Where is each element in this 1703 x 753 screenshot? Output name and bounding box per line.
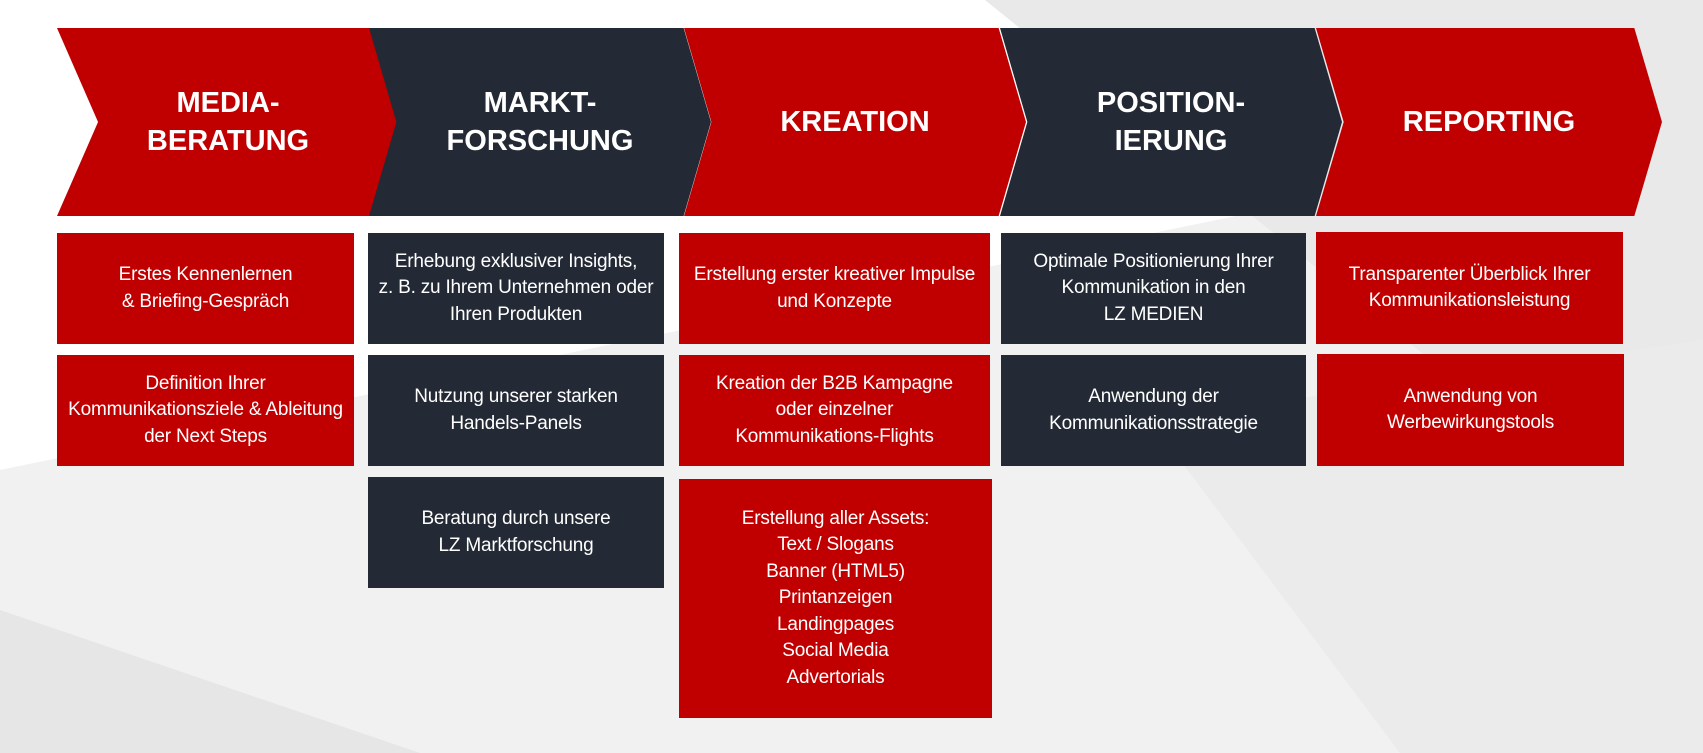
step-reporting: REPORTING [1316,28,1662,216]
info-box: Anwendung von Werbewirkungstools [1317,354,1624,466]
step-title: MARKT- FORSCHUNG [446,87,634,157]
step-positionierung: POSITION- IERUNG [1000,28,1342,216]
step-kreation: KREATION [684,28,1026,216]
info-box: Erhebung exklusiver Insights, z. B. zu I… [368,233,664,344]
info-box: Optimale Positionierung Ihrer Kommunikat… [1001,233,1306,344]
info-box: Erstellung aller Assets: Text / Slogans … [679,479,992,718]
step-title: POSITION- IERUNG [1096,87,1246,157]
info-box: Anwendung der Kommunikationsstrategie [1001,355,1306,466]
step-marktforschung: MARKT- FORSCHUNG [369,28,711,216]
step-title: MEDIA- BERATUNG [146,87,310,157]
info-box: Kreation der B2B Kampagne oder einzelner… [679,355,990,466]
info-box: Erstellung erster kreativer Impulse und … [679,233,990,344]
info-box: Beratung durch unsere LZ Marktforschung [368,477,664,588]
step-title: REPORTING [1402,106,1576,138]
info-box: Transparenter Überblick Ihrer Kommunikat… [1316,232,1623,344]
info-box: Definition Ihrer Kommunikationsziele & A… [57,355,354,466]
step-title: KREATION [780,106,930,138]
step-media-beratung: MEDIA- BERATUNG [57,28,399,216]
info-box: Nutzung unserer starken Handels-Panels [368,355,664,466]
info-box: Erstes Kennenlernen & Briefing-Gespräch [57,233,354,344]
